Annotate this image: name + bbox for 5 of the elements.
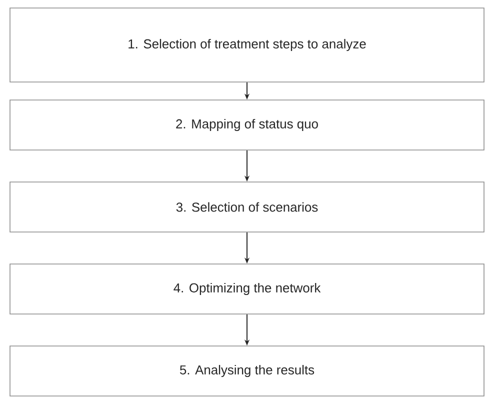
process-box: 3. Selection of scenarios	[10, 182, 484, 232]
process-box: 2. Mapping of status quo	[10, 100, 484, 150]
process-box: 1. Selection of treatment steps to analyze	[10, 8, 484, 82]
process-box: 5. Analysing the results	[10, 346, 484, 396]
process-box: 4. Optimizing the network	[10, 264, 484, 314]
